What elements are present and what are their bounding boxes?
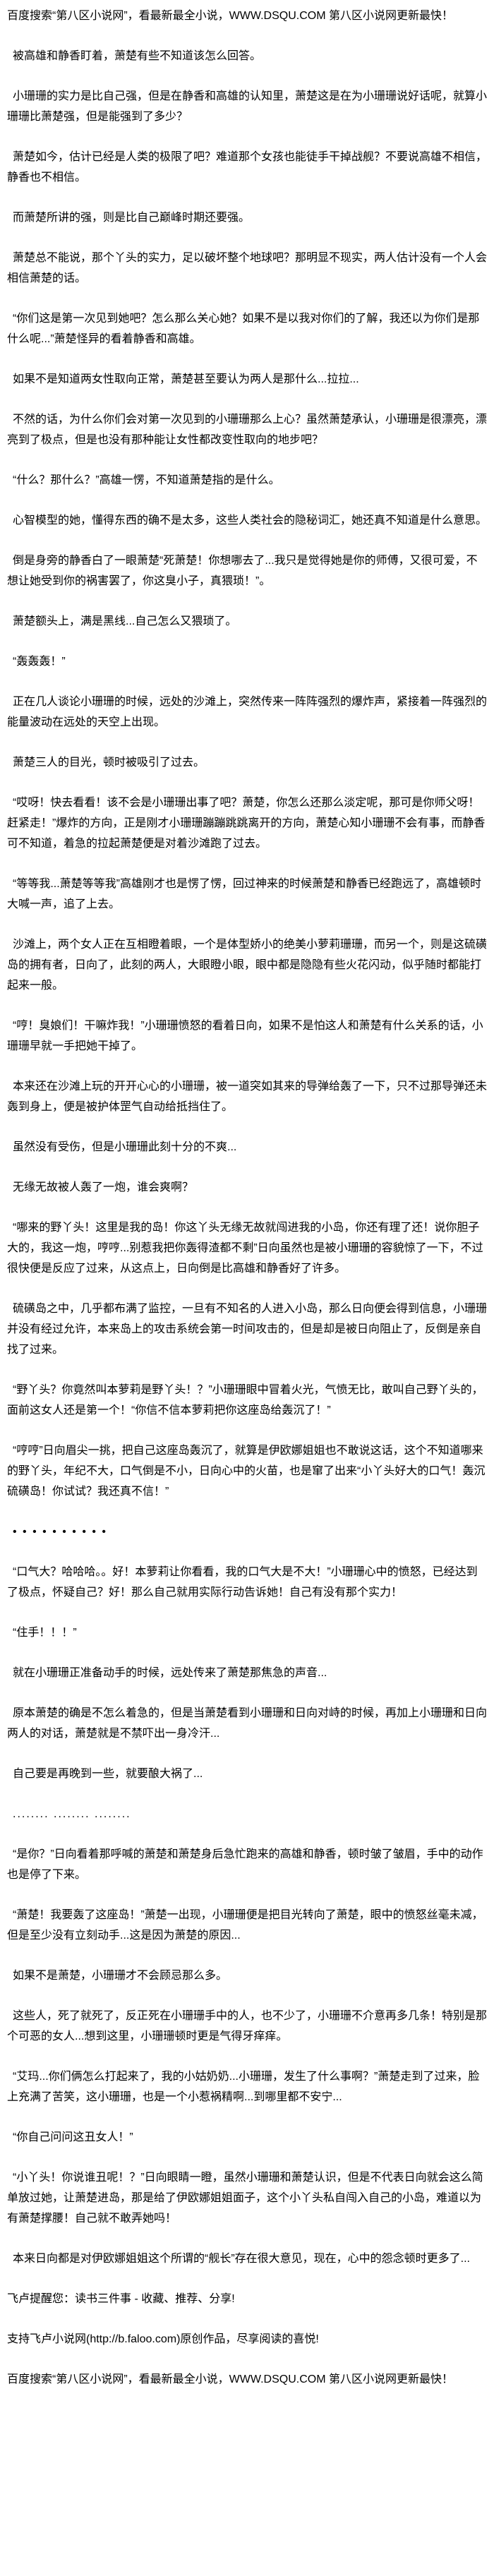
paragraph: “艾玛...你们俩怎么打起来了，我的小姑奶奶...小珊珊，发生了什么事啊？”萧楚… — [7, 2071, 480, 2103]
paragraph: “你自己问问这丑女人！” — [13, 2131, 133, 2143]
chapter-page: 百度搜索“第八区小说网”，看最新最全小说，WWW.DSQU.COM 第八区小说网… — [7, 10, 487, 2385]
paragraph: 萧楚如今，估计已经是人类的极限了吧？难道那个女孩也能徒手干掉战舰？不要说高雄不相… — [7, 151, 488, 183]
paragraph: “等等我...萧楚等等我”高雄刚才也是愣了愣，回过神来的时候萧楚和静香已经跑远了… — [7, 878, 481, 910]
paragraph: 就在小珊珊正准备动手的时候，远处传来了萧楚那焦急的声音... — [13, 1667, 327, 1679]
paragraph: 不然的话，为什么你们会对第一次见到的小珊珊那么上心？虽然萧楚承认，小珊珊是很漂亮… — [7, 414, 488, 446]
paragraph: 正在几人谈论小珊珊的时候，远处的沙滩上，突然传来一阵阵强烈的爆炸声，紧接着一阵强… — [7, 696, 488, 728]
paragraph: 被高雄和静香盯着，萧楚有些不知道该怎么回答。 — [13, 50, 262, 62]
paragraph: “哎呀！快去看看！该不会是小珊珊出事了吧？萧楚，你怎么还那么淡定呢，那可是你师父… — [7, 797, 486, 850]
paragraph: 心智模型的她，懂得东西的确不是太多，这些人类社会的隐秘词汇，她还真不知道是什么意… — [13, 514, 488, 526]
paragraph: 如果不是萧楚，小珊珊才不会顾忌那么多。 — [13, 1970, 228, 1982]
paragraph: “哼哼”日向眉尖一挑，把自己这座岛轰沉了，就算是伊欧娜姐姐也不敢说这话，这个不知… — [7, 1445, 486, 1498]
paragraph: “你们这是第一次见到她吧？怎么那么关心她？如果不是以我对你们的了解，我还以为你们… — [7, 313, 480, 345]
paragraph: “住手！！！” — [13, 1627, 77, 1639]
paragraph: 而萧楚所讲的强，则是比自己巅峰时期还要强。 — [13, 212, 251, 224]
paragraph: 自己要是再晚到一些，就要酿大祸了... — [13, 1768, 203, 1780]
paragraph: 原本萧楚的确是不怎么着急的，但是当萧楚看到小珊珊和日向对峙的时候，再加上小珊珊和… — [7, 1707, 488, 1740]
paragraph: “哪来的野丫头！这里是我的岛！你这丫头无缘无故就闯进我的小岛，你还有理了还！说你… — [7, 1222, 483, 1275]
paragraph: “哼！臭娘们！干嘛炸我！”小珊珊愤怒的看着日向，如果不是怕这人和萧楚有什么关系的… — [7, 1020, 483, 1052]
paragraph: 这些人，死了就死了，反正死在小珊珊手中的人，也不少了，小珊珊不介意再多几条！特别… — [7, 2010, 488, 2042]
chapter-content: 被高雄和静香盯着，萧楚有些不知道该怎么回答。 小珊珊的实力是比自己强，但是在静香… — [7, 46, 487, 2269]
paragraph: 萧楚总不能说，那个丫头的实力，足以破坏整个地球吧？那明显不现实，两人估计没有一个… — [7, 252, 488, 284]
paragraph: “萧楚！我要轰了这座岛！”萧楚一出现，小珊珊便是把目光转向了萧楚，眼中的愤怒丝毫… — [7, 1909, 483, 1942]
paragraph: “什么？那什么？”高雄一愣，不知道萧楚指的是什么。 — [13, 474, 280, 486]
paragraph: 沙滩上，两个女人正在互相瞪着眼，一个是体型娇小的绝美小萝莉珊珊，而另一个，则是这… — [7, 939, 488, 992]
site-banner-top: 百度搜索“第八区小说网”，看最新最全小说，WWW.DSQU.COM 第八区小说网… — [7, 10, 453, 22]
paragraph: “小丫头！你说谁丑呢！？”日向眼睛一瞪，虽然小珊珊和萧楚认识，但是不代表日向就会… — [7, 2172, 483, 2225]
paragraph: 硫磺岛之中，几乎都布满了监控，一旦有不知名的人进入小岛，那么日向便会得到信息，小… — [7, 1303, 488, 1356]
paragraph: “口气大？哈哈哈。。好！本萝莉让你看看，我的口气大是不大！”小珊珊心中的愤怒，已… — [7, 1566, 478, 1599]
faloo-reminder: 飞卢提醒您：读书三件事 - 收藏、推荐、分享! — [7, 2293, 235, 2305]
paragraph: 如果不是知道两女性取向正常，萧楚甚至要认为两人是那什么...拉拉... — [13, 373, 359, 385]
scene-break: • • • • • • • • • • — [13, 1526, 108, 1538]
paragraph: “轰轰轰！” — [13, 656, 66, 668]
paragraph: 小珊珊的实力是比自己强，但是在静香和高雄的认知里，萧楚这是在为小珊珊说好话呢，就… — [7, 90, 488, 123]
faloo-support-notice: 支持飞卢小说网(http://b.faloo.com)原创作品，尽享阅读的喜悦! — [7, 2333, 319, 2345]
paragraph: 本来还在沙滩上玩的开开心心的小珊珊，被一道突如其来的导弹给轰了一下，只不过那导弹… — [7, 1081, 488, 1113]
scene-break: ........ ........ ........ — [13, 1808, 131, 1820]
site-banner-bottom: 百度搜索“第八区小说网”，看最新最全小说，WWW.DSQU.COM 第八区小说网… — [7, 2373, 453, 2385]
paragraph: 无缘无故被人轰了一炮，谁会爽啊？ — [13, 1181, 194, 1193]
paragraph: “是你？”日向看着那呼喊的萧楚和萧楚身后急忙跑来的高雄和静香，顿时皱了皱眉，手中… — [7, 1848, 483, 1881]
paragraph: 倒是身旁的静香白了一眼萧楚“死萧楚！你想哪去了...我只是觉得她是你的师傅，又很… — [7, 555, 478, 587]
paragraph: “野丫头？你竟然叫本萝莉是野丫头！？”小珊珊眼中冒着火光，气愤无比，敢叫自己野丫… — [7, 1384, 483, 1416]
paragraph: 萧楚额头上，满是黑线...自己怎么又猥琐了。 — [13, 615, 237, 627]
paragraph: 萧楚三人的目光，顿时被吸引了过去。 — [13, 757, 205, 769]
paragraph: 本来日向都是对伊欧娜姐姐这个所谓的“舰长”存在很大意见，现在，心中的怨念顿时更多… — [13, 2253, 470, 2265]
paragraph: 虽然没有受伤，但是小珊珊此刻十分的不爽... — [13, 1141, 237, 1153]
